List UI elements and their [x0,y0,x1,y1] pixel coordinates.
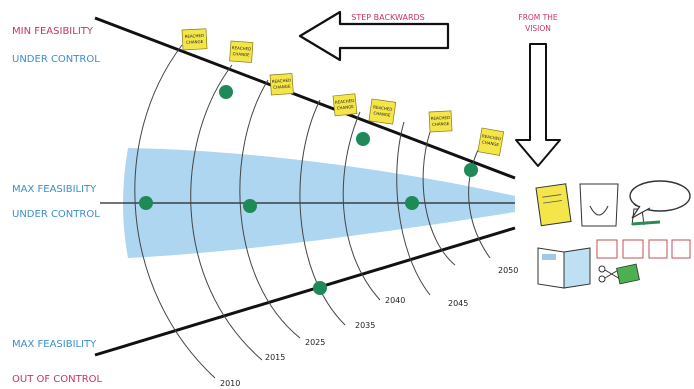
sticky-note-line: REACHED [185,33,205,39]
sticky-note-line: CHANGE [432,121,450,127]
arc-2015 [190,64,263,361]
arc-2040 [422,131,456,266]
under-control-mid-label: UNDER CONTROL [12,209,100,220]
milestone-dot [405,196,419,210]
sticky-note-line: REACHED [482,133,502,141]
sticky-note-line: REACHED [373,104,393,112]
from-the-vision-line-2: VISION [525,24,551,33]
under-control-top-label: UNDER CONTROL [12,54,100,65]
milestone-dot [356,132,370,146]
sticky-note-line: CHANGE [186,39,204,45]
sticky-note-line: REACHED [232,45,252,51]
step-backwards-arrow: STEP BACKWARDS [298,10,450,62]
year-label: 2015 [265,353,285,362]
sticky-note-line: CHANGE [232,51,250,57]
photo-frame-icon [596,239,618,259]
arc-2045 [468,149,491,259]
milestone-dot [219,85,233,99]
photo-frame-icon [622,239,644,259]
sticky-note [229,40,254,63]
year-label: 2050 [498,266,518,275]
pen-icon [631,220,661,226]
sticky-note-line: REACHED [335,98,355,105]
year-label: 2035 [355,321,375,330]
out-of-control-line [94,226,516,357]
max-feasibility-mid-label: MAX FEASIBILITY [12,184,97,195]
sticky-note [368,98,397,125]
sticky-note-line: REACHED [272,78,292,84]
photo-frame-icon [671,239,691,259]
min-feasibility-line [94,16,516,180]
arc-2030 [342,111,381,301]
vision-artifacts [535,180,691,289]
min-feasibility-label: MIN FEASIBILITY [12,26,94,37]
photo-frame-icon [648,239,668,259]
arc-2010 [134,44,216,379]
sticky-note-line: CHANGE [336,104,354,111]
photo-frames [596,239,691,259]
year-label: 2045 [448,299,468,308]
sticky-note-line: CHANGE [482,139,500,147]
document-icon [535,183,572,227]
milestone-dots [139,85,478,295]
step-backwards-label: STEP BACKWARDS [351,13,425,22]
year-label: 2025 [305,338,325,347]
speech-bubble-icon [629,180,691,219]
device-icon [579,183,619,227]
out-of-control-label: OUT OF CONTROL [12,374,103,385]
sticky-note-line: CHANGE [273,84,291,90]
sticky-note-line: CHANGE [373,110,391,117]
from-the-vision-arrow: FROM THE VISION [515,13,561,167]
green-sheet-icon [616,263,640,285]
sticky-note-line: REACHED [431,115,451,121]
max-feasibility-bottom-label: MAX FEASIBILITY [12,339,97,350]
milestone-dot [313,281,327,295]
milestone-dot [139,196,153,210]
book-icon [537,247,591,289]
milestone-dot [464,163,478,177]
from-the-vision-line-1: FROM THE [518,13,558,22]
sticky-note [477,127,505,156]
sticky-notes: REACHED CHANGE REACHED CHANGE REACHED CH… [181,28,505,156]
sticky-note [181,28,208,51]
time-arcs [134,44,491,379]
sticky-note [269,73,294,96]
year-label: 2040 [385,296,405,305]
milestone-dot [243,199,257,213]
arc-2025 [299,99,346,326]
sticky-note [428,110,453,133]
arc-2020 [239,79,301,339]
year-label: 2010 [220,379,240,388]
arc-2035 [396,121,431,296]
sticky-note [332,93,358,117]
